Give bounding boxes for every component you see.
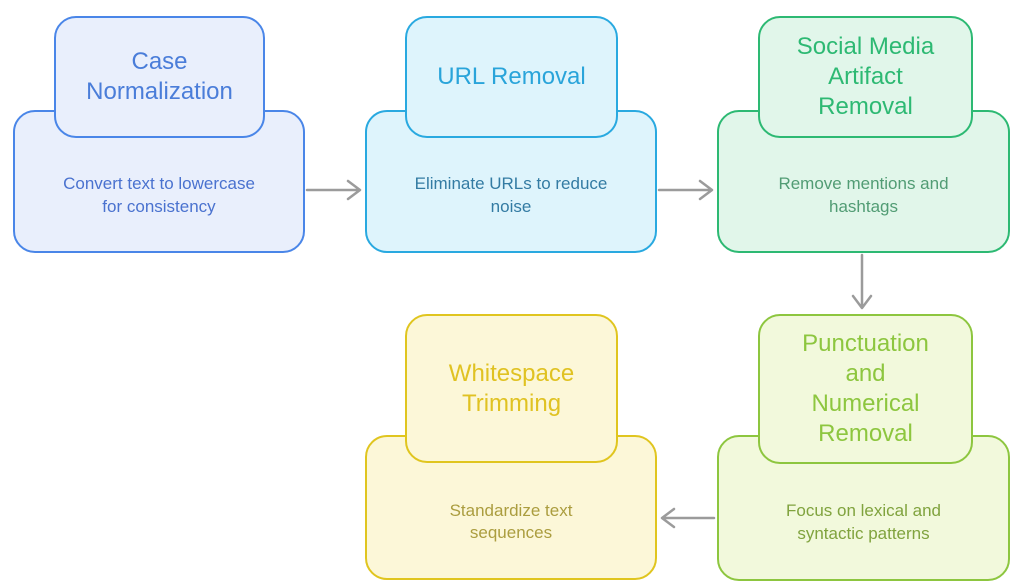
step-description: Standardize text sequences: [449, 500, 573, 542]
step-title: URL Removal: [437, 63, 586, 90]
arrow-left-icon: [660, 507, 716, 529]
step-description: Remove mentions and hashtags: [778, 174, 949, 216]
step-description: Focus on lexical and syntactic patterns: [786, 501, 941, 543]
arrow-right-icon: [305, 179, 362, 201]
step-header-box: Whitespace Trimming: [405, 314, 618, 463]
step-title: Case Normalization: [86, 48, 233, 105]
arrow-down-icon: [851, 253, 873, 310]
step-title: Punctuation and Numerical Removal: [802, 330, 929, 447]
step-title: Social Media Artifact Removal: [796, 33, 935, 120]
step-description: Eliminate URLs to reduce noise: [414, 174, 608, 216]
step-header-box: URL Removal: [405, 16, 618, 138]
arrow-right-icon: [657, 179, 714, 201]
step-header-box: Case Normalization: [54, 16, 265, 138]
step-description: Convert text to lowercase for consistenc…: [63, 174, 255, 216]
step-header-box: Social Media Artifact Removal: [758, 16, 973, 138]
step-title: Whitespace Trimming: [448, 359, 575, 417]
step-header-box: Punctuation and Numerical Removal: [758, 314, 973, 464]
